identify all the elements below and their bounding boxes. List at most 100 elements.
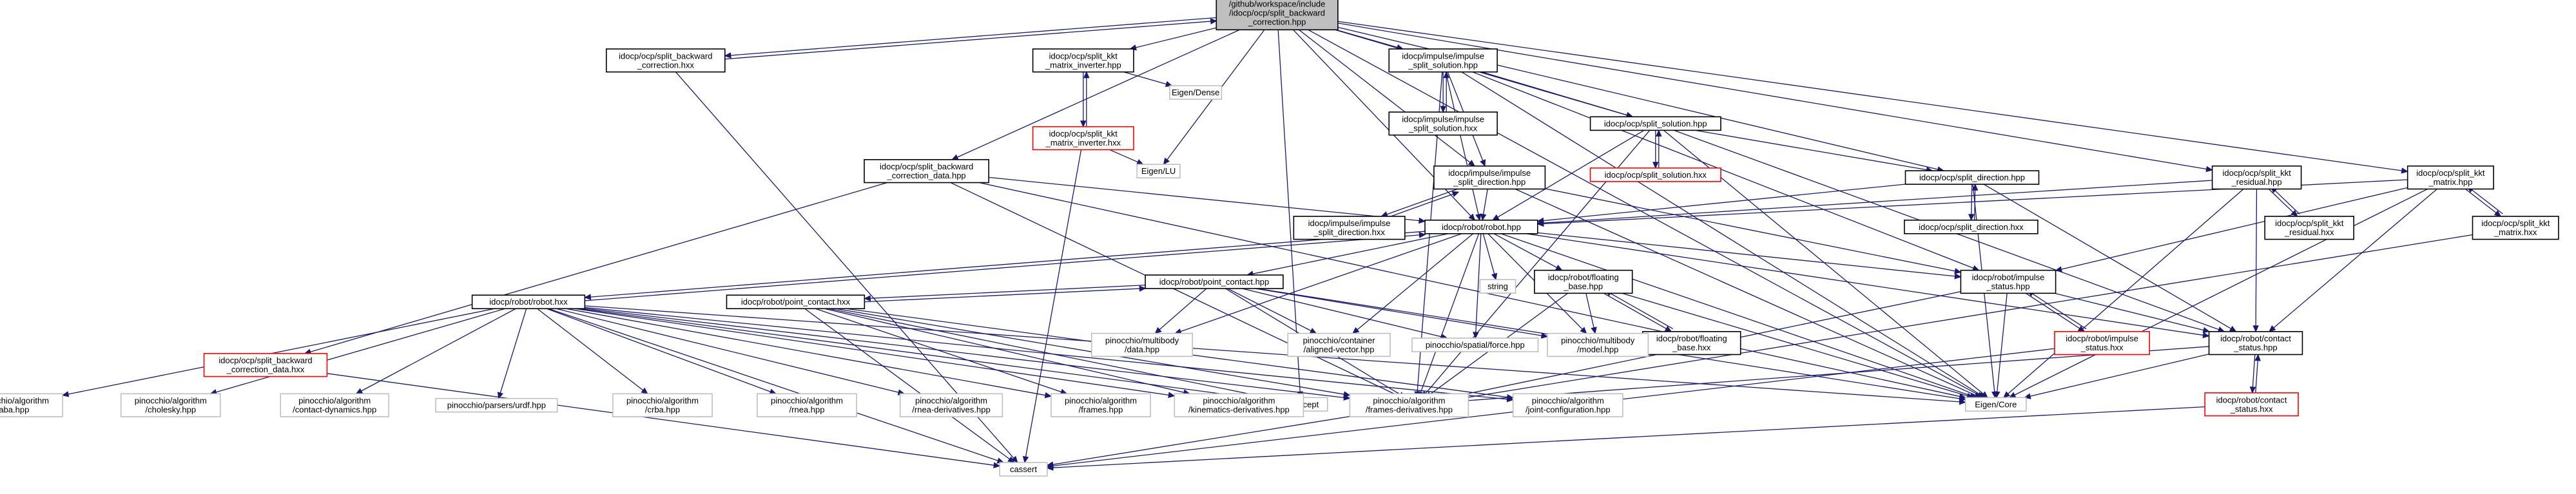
node-alg_crba: pinocchio/algorithm/crba.hpp <box>612 393 713 417</box>
edge-line <box>1515 188 1976 396</box>
node-skm_hpp[interactable]: idocp/ocp/split_kkt_matrix.hpp <box>2407 165 2494 190</box>
node-sd_hpp[interactable]: idocp/ocp/split_direction.hpp <box>1904 170 2040 185</box>
edge-line <box>1242 288 1442 337</box>
edge-skmi_hxx-to-cassert <box>1022 149 1082 464</box>
node-pc_hpp[interactable]: idocp/robot/point_contact.hpp <box>1145 274 1284 289</box>
edge-line <box>1109 149 1138 163</box>
edge-root-to-skr_hpp <box>1337 23 2213 173</box>
node-is_hpp[interactable]: idocp/robot/impulse_status.hpp <box>1960 269 2057 294</box>
edge-arrowhead <box>2202 332 2210 339</box>
node-iss_hpp[interactable]: idocp/impulse/impulse_split_solution.hpp <box>1388 48 1498 73</box>
edge-line <box>1357 233 1474 330</box>
node-cs_hpp[interactable]: idocp/robot/contact_status.hpp <box>2208 330 2303 356</box>
node-box <box>899 393 1003 417</box>
edge-robot_hpp-to-cs_hpp <box>1526 233 2210 339</box>
node-ss_hxx[interactable]: idocp/ocp/split_solution.hxx <box>1589 167 1721 182</box>
edge-sbcd_hxx-to-cassert <box>327 373 1001 468</box>
node-label-line: Eigen/Dense <box>1172 88 1219 97</box>
edge-line <box>310 182 887 352</box>
edge-robot_hxx-to-alg_crba <box>537 308 648 395</box>
node-box <box>1032 126 1134 151</box>
node-pc_hxx[interactable]: idocp/robot/point_contact.hxx <box>726 294 866 310</box>
edge-line <box>1983 184 2231 329</box>
node-isd_hpp[interactable]: idocp/impulse/impulse_split_direction.hp… <box>1433 165 1546 190</box>
edge-line <box>1493 233 1557 268</box>
node-box <box>1479 279 1516 294</box>
edge-line <box>579 308 1269 401</box>
node-robot_hxx[interactable]: idocp/robot/robot.hxx <box>471 294 586 310</box>
node-alg_frames_der: pinocchio/algorithm/frames-derivatives.h… <box>1349 393 1469 417</box>
edge-line <box>1543 184 1906 222</box>
edge-skm_hpp-to-cs_hpp <box>2269 188 2437 332</box>
node-sd_hxx[interactable]: idocp/ocp/split_direction.hxx <box>1904 219 2039 234</box>
edge-line <box>361 308 516 392</box>
edge-line <box>1337 23 2207 170</box>
node-box <box>2407 165 2494 190</box>
node-label-line: pinocchio/algorithm <box>626 396 699 406</box>
edge-arrowhead <box>2252 325 2259 333</box>
edge-skm_hpp-to-is_hpp <box>2055 187 2408 272</box>
edge-robot_hpp-to-fb_hpp <box>1493 233 1563 271</box>
node-ss_hpp[interactable]: idocp/ocp/split_solution.hpp <box>1589 116 1721 131</box>
node-fb_hpp[interactable]: idocp/robot/floating_base.hpp <box>1534 269 1633 294</box>
node-label-line: pinocchio/algorithm <box>915 396 987 406</box>
node-label-line: /aligned-vector.hpp <box>1304 345 1375 354</box>
node-robot_hpp[interactable]: idocp/robot/robot.hpp <box>1424 219 1538 234</box>
edge-pc_hpp-to-aligned_vec <box>1227 288 1317 334</box>
edge-line <box>1610 292 1674 330</box>
node-eigen_core: Eigen/Core <box>1964 397 2027 412</box>
node-label-line: /rnea.hpp <box>789 405 825 415</box>
edge-line <box>1695 129 1927 171</box>
edge-arrowhead <box>1443 71 1449 79</box>
node-skr_hxx[interactable]: idocp/ocp/split_kkt_residual.hxx <box>2264 216 2354 240</box>
node-sbc_hxx[interactable]: idocp/ocp/split_backward_correction.hxx <box>605 48 726 73</box>
edge-line <box>989 176 1420 222</box>
node-label-line: /aba.hpp <box>0 405 29 415</box>
edge-line <box>1997 293 2008 392</box>
edge-line <box>590 231 1426 298</box>
node-skmi_hxx[interactable]: idocp/ocp/split_kkt_matrix_inverter.hxx <box>1032 126 1134 151</box>
edge-isd_hxx-to-isd_hpp <box>1382 191 1460 220</box>
edge-arrowhead <box>1492 214 1500 221</box>
edge-line <box>2014 188 2428 395</box>
node-box <box>1960 269 2057 294</box>
edge-arrowhead <box>864 295 871 301</box>
node-label-line: Eigen/LU <box>1141 166 1176 176</box>
node-label-line: _split_solution.hxx <box>1408 123 1478 133</box>
node-label-line: idocp/robot/contact <box>2216 395 2287 404</box>
node-is_hxx[interactable]: idocp/robot/impulse_status.hxx <box>2054 330 2150 356</box>
node-box <box>1215 0 1339 31</box>
edge-skmi_hpp-to-skmi_hxx <box>1080 71 1087 128</box>
node-root[interactable]: /github/workspace/include/idocp/ocp/spli… <box>1215 0 1339 31</box>
edge-arrowhead <box>1080 120 1087 128</box>
node-label-line: _base.hxx <box>1672 343 1711 352</box>
node-label-line: idocp/ocp/split_kkt <box>2416 168 2485 178</box>
node-skmi_hpp[interactable]: idocp/ocp/split_kkt_matrix_inverter.hpp <box>1032 48 1134 73</box>
node-sbcd_hpp[interactable]: idocp/ocp/split_backward_correction_data… <box>864 159 989 184</box>
edge-arrowhead <box>1467 160 1476 167</box>
edge-arrowhead <box>1309 328 1317 334</box>
edge-line <box>1386 188 1458 215</box>
node-cs_hxx[interactable]: idocp/robot/contact_status.hxx <box>2204 392 2299 417</box>
edge-pc_hpp-to-mb_data <box>1154 288 1207 334</box>
edge-arrowhead <box>1451 191 1460 197</box>
node-sbcd_hxx[interactable]: idocp/ocp/split_backward_correction_data… <box>203 353 328 377</box>
edge-line <box>2032 293 2087 330</box>
edge-robot_hxx-to-robot_hpp <box>585 232 1426 301</box>
node-skr_hpp[interactable]: idocp/ocp/split_kkt_residual.hpp <box>2211 165 2302 190</box>
node-fb_hxx[interactable]: idocp/robot/floating_base.hxx <box>1642 330 1741 356</box>
node-label-line: idocp/ocp/split_backward <box>218 356 312 365</box>
edge-line <box>2465 188 2497 213</box>
node-label-line: pinocchio/algorithm <box>1065 396 1137 406</box>
node-skm_hxx[interactable]: idocp/ocp/split_kkt_matrix.hxx <box>2472 216 2559 240</box>
node-isd_hxx[interactable]: idocp/impulse/impulse_split_direction.hx… <box>1293 216 1406 240</box>
node-label-line: idocp/ocp/split_solution.hxx <box>1605 170 1707 180</box>
node-iss_hxx[interactable]: idocp/impulse/impulse_split_solution.hxx <box>1388 111 1498 136</box>
edge-arrowhead <box>1419 217 1426 224</box>
edge-robot_hpp-to-pc_hpp <box>1246 233 1449 277</box>
node-label-line: idocp/robot/contact <box>2220 334 2291 343</box>
edge-line <box>1445 71 1479 215</box>
edge-arrowhead <box>1163 157 1170 166</box>
edge-line <box>1475 233 1482 333</box>
node-label-line: idocp/impulse/impulse <box>1308 218 1391 228</box>
